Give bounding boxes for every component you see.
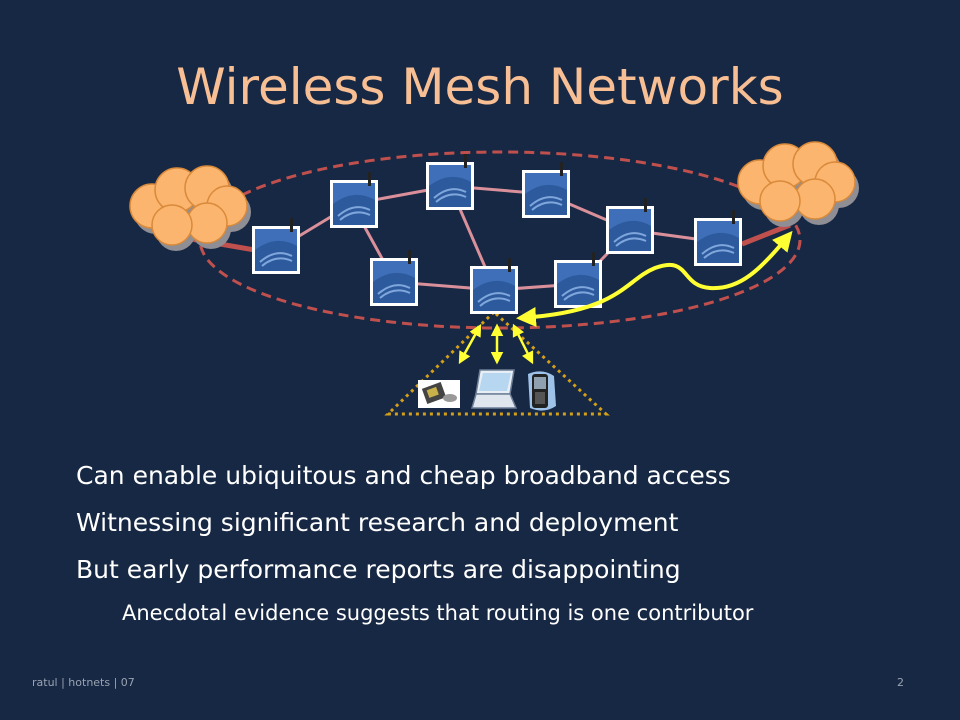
slide-title: Wireless Mesh Networks [176, 58, 784, 116]
wireless-router-icon [369, 249, 419, 307]
bullet-item: Can enable ubiquitous and cheap broadban… [76, 461, 731, 490]
sub-bullet-item: Anecdotal evidence suggests that routing… [122, 601, 754, 625]
route-path [516, 230, 793, 328]
wireless-router-icon [605, 197, 655, 255]
laptop-icon [471, 369, 518, 409]
footer-text: ratul | hotnets | 07 [32, 676, 135, 689]
wireless-router-icon [251, 217, 301, 275]
bullet-list: Can enable ubiquitous and cheap broadban… [76, 452, 936, 633]
wireless-router-icon [693, 209, 743, 267]
mobile-phone-icon [528, 371, 556, 411]
handheld-device-icon [418, 380, 460, 408]
wireless-router-icon [553, 251, 603, 309]
client-link-arrow [458, 323, 482, 365]
bullet-item: But early performance reports are disapp… [76, 555, 681, 584]
cloud-icon [129, 165, 251, 251]
page-number: 2 [897, 676, 904, 689]
wireless-router-icon [425, 153, 475, 211]
client-link-arrow [512, 323, 534, 365]
wireless-router-icon [329, 171, 379, 229]
wireless-router-icon [521, 161, 571, 219]
bullet-item: Witnessing significant research and depl… [76, 508, 679, 537]
cloud-icon [737, 141, 859, 227]
wireless-router-icon [469, 257, 519, 315]
